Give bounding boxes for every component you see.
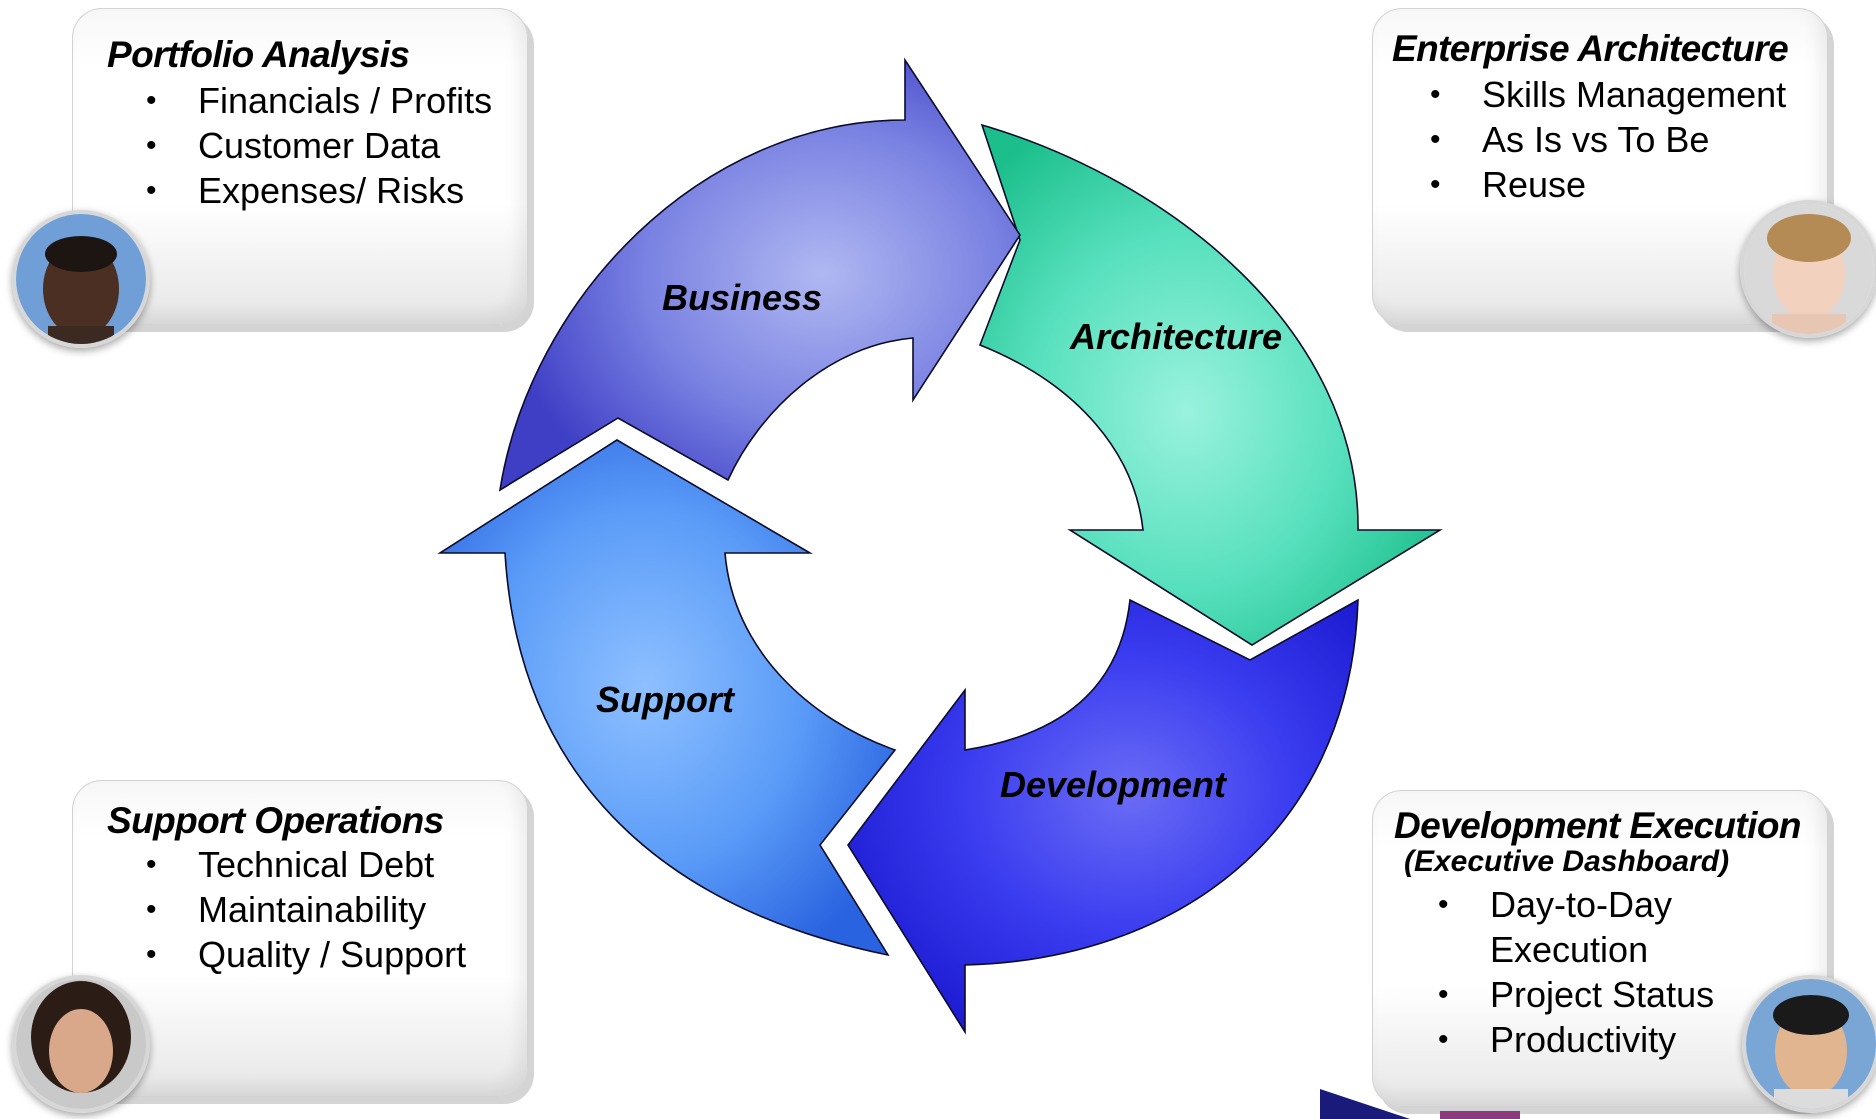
person-avatar-icon [1740, 200, 1876, 338]
development-arrow [847, 598, 1359, 1035]
stage-label-architecture: Architecture [1069, 316, 1282, 357]
list-item: Financials / Profits [118, 78, 492, 123]
panel-title: Development Execution [1394, 805, 1801, 846]
list-item: Reuse [1402, 162, 1786, 207]
list-item: Quality / Support [118, 932, 466, 977]
person-avatar-icon [1742, 975, 1876, 1113]
panel-bullet-list: Technical Debt Maintainability Quality /… [118, 842, 466, 977]
list-item: Productivity [1410, 1017, 1714, 1062]
list-item: Day-to-Day [1410, 882, 1714, 927]
panel-title: Portfolio Analysis [107, 34, 410, 75]
support-arrow [437, 439, 897, 957]
stage-label-development: Development [1000, 764, 1228, 805]
panel-bullet-list: Financials / Profits Customer Data Expen… [118, 78, 492, 213]
list-item: Maintainability [118, 887, 466, 932]
panel-bullet-list: Day-to-Day Execution Project Status Prod… [1410, 882, 1714, 1062]
list-item: Expenses/ Risks [118, 168, 492, 213]
list-item: Technical Debt [118, 842, 466, 887]
panel-title: Enterprise Architecture [1392, 28, 1789, 69]
list-item: Customer Data [118, 123, 492, 168]
list-item: As Is vs To Be [1402, 117, 1786, 162]
stage-label-support: Support [596, 679, 736, 720]
architecture-arrow [978, 123, 1443, 646]
list-item: Skills Management [1402, 72, 1786, 117]
stage-label-business: Business [662, 277, 822, 318]
decorative-corner-mark [1320, 1089, 1520, 1119]
panel-subtitle: (Executive Dashboard) [1404, 845, 1730, 878]
list-item: Project Status [1410, 972, 1714, 1017]
business-arrow [498, 57, 1021, 492]
person-avatar-icon [12, 210, 150, 348]
panel-bullet-list: Skills Management As Is vs To Be Reuse [1402, 72, 1786, 207]
person-avatar-icon [12, 975, 150, 1113]
panel-title: Support Operations [107, 800, 444, 841]
list-item-continuation: Execution [1490, 929, 1649, 970]
